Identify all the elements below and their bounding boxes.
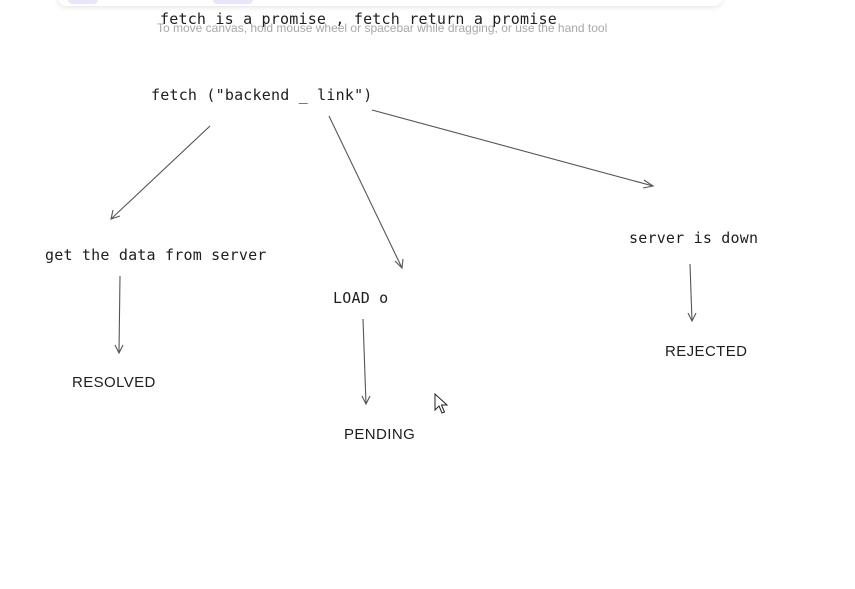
arrow-to-rejected[interactable] <box>687 263 697 323</box>
resolved-state-node[interactable]: RESOLVED <box>72 374 156 391</box>
arrow-to-resolved[interactable] <box>114 275 124 355</box>
arrow-root-to-rejected-cause[interactable] <box>371 109 655 189</box>
arrow-to-pending[interactable] <box>361 318 371 406</box>
root-node[interactable]: fetch ("backend _ link") <box>151 86 373 104</box>
pending-state-node[interactable]: PENDING <box>344 426 416 443</box>
toolbar-button[interactable] <box>68 0 98 4</box>
rejected-cause-node[interactable]: server is down <box>629 229 759 247</box>
toolbar <box>58 0 722 6</box>
rejected-state-node[interactable]: REJECTED <box>665 343 748 360</box>
pending-cause-node[interactable]: LOAD o <box>333 289 389 307</box>
arrow-root-to-pending-cause[interactable] <box>328 115 404 270</box>
arrow-root-to-resolved-cause[interactable] <box>110 125 211 220</box>
mouse-pointer-icon <box>434 393 449 414</box>
toolbar-button[interactable] <box>213 0 253 4</box>
canvas-hint: To move canvas, hold mouse wheel or spac… <box>157 21 608 35</box>
diagram-title[interactable]: fetch is a promise , fetch return a prom… <box>160 10 557 28</box>
resolved-cause-node[interactable]: get the data from server <box>45 246 267 264</box>
